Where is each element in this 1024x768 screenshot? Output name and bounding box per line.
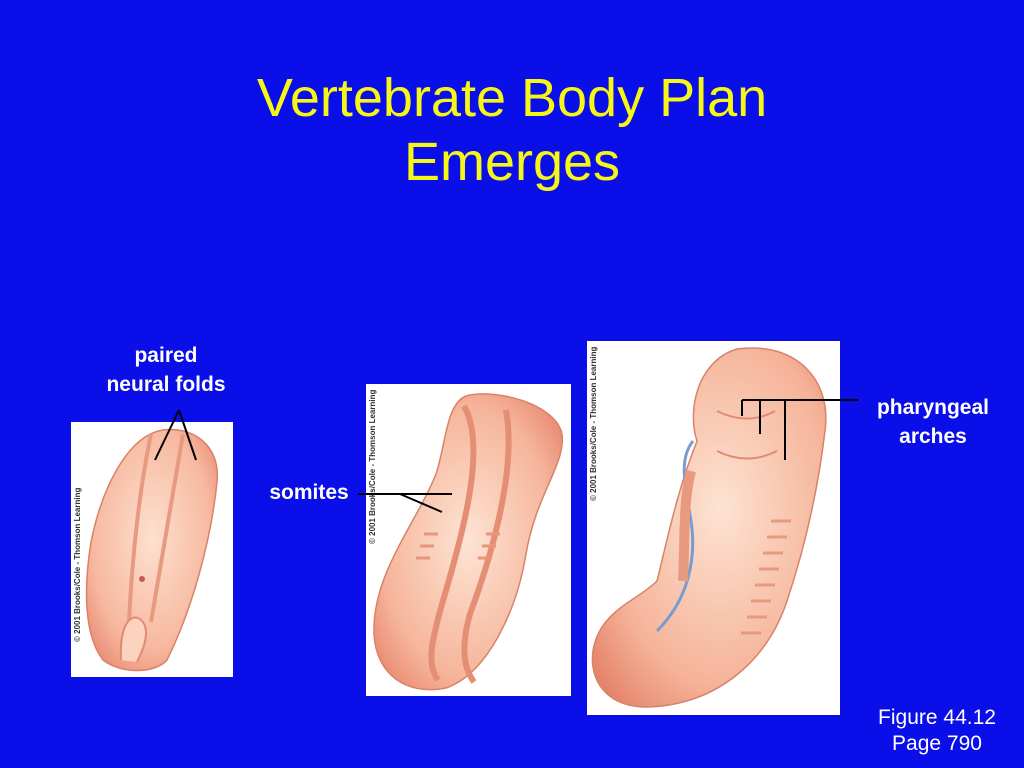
panel-credit: © 2001 Brooks/Cole - Thomson Learning [73,487,82,642]
panel-credit: © 2001 Brooks/Cole - Thomson Learning [368,389,377,544]
figure-reference: Figure 44.12 Page 790 [858,705,1016,757]
title-line-2: Emerges [403,132,621,192]
label-neural-folds: paired neural folds [80,341,252,399]
label-neural-folds-line-1: paired [134,344,198,367]
page-number: Page 790 [892,732,982,755]
neural-fold-embryo-illustration [85,428,219,672]
label-pharyngeal-arches: pharyngeal arches [858,393,1008,451]
figure-number: Figure 44.12 [878,706,996,729]
label-pharyngeal-line-2: arches [899,425,967,448]
label-somites: somites [269,481,349,504]
label-neural-folds-line-2: neural folds [106,373,226,396]
embryo-panel-pharyngeal-arches: © 2001 Brooks/Cole - Thomson Learning [587,341,840,715]
panel-credit: © 2001 Brooks/Cole - Thomson Learning [589,346,598,501]
somite-embryo-illustration [373,393,564,691]
label-pharyngeal-line-1: pharyngeal [876,396,990,419]
embryo-panel-neural-folds: © 2001 Brooks/Cole - Thomson Learning [71,422,233,677]
embryo-panel-somites: © 2001 Brooks/Cole - Thomson Learning [366,384,571,696]
pharyngeal-arch-embryo-illustration [591,347,827,708]
title-line-1: Vertebrate Body Plan [256,68,768,128]
slide-title: Vertebrate Body Plan Emerges [0,66,1024,194]
